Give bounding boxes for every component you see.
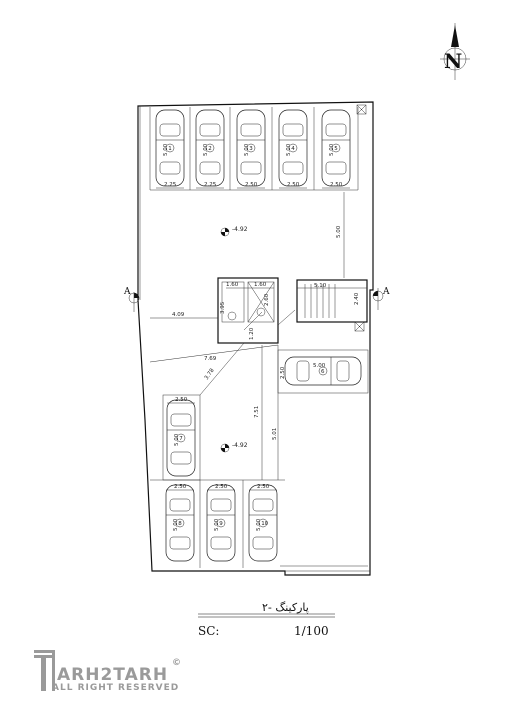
top-parking-row: 15.002.2525.002.2535.002.5045.002.5055.0… <box>155 109 351 189</box>
level-mark-bottom: -4.92 <box>220 442 248 453</box>
spot-width-label: 2.50 <box>280 366 286 379</box>
spot-length-label: 5.00 <box>256 518 262 531</box>
section-left-label: A <box>123 287 131 297</box>
core-stair-width: 1.60 <box>226 282 239 288</box>
aisle-vert-right-label: 5.01 <box>272 428 278 440</box>
parking-car: 55.00 2.50 <box>321 109 351 189</box>
aisle-left-horizontal-label: 4.09 <box>172 312 185 318</box>
core-elev-width: 1.60 <box>254 282 267 288</box>
left-parking: 75.00 2.50 <box>166 397 196 477</box>
aisle-diag-short-label: 3.78 <box>204 367 216 381</box>
spot-length-label: 5.00 <box>313 363 326 369</box>
section-mark-right: A <box>372 287 390 310</box>
north-label: N <box>444 49 462 73</box>
level-top-label: -4.92 <box>232 226 248 233</box>
spot-width-label: 2.50 <box>287 182 300 188</box>
spot-length-label: 5.00 <box>173 518 179 531</box>
parking-car: 25.00 2.25 <box>195 109 225 189</box>
section-mark-left: A <box>123 287 140 312</box>
parking-car: 75.00 2.50 <box>166 397 196 477</box>
core-elev-height: 2.60 <box>264 293 270 306</box>
mid-stall-frame <box>277 349 369 394</box>
spot-number: 5 <box>334 146 338 152</box>
top-stall-dividers <box>149 104 367 191</box>
spot-width-label: 2.50 <box>174 484 187 490</box>
spot-number: 10 <box>261 521 268 527</box>
parking-car: 105.00 2.50 <box>248 484 278 562</box>
spot-number: 4 <box>291 146 295 152</box>
spot-width-label: 2.50 <box>175 397 188 403</box>
spot-length-label: 5.00 <box>214 518 220 531</box>
logo-tagline: ALL RIGHT RESERVED <box>52 683 179 693</box>
spot-number: 1 <box>168 146 172 152</box>
spot-width-label: 2.50 <box>215 484 228 490</box>
lower-stall-frames <box>150 394 285 568</box>
ramp-height-label: 2.40 <box>354 292 360 305</box>
spot-width-label: 2.50 <box>330 182 343 188</box>
logo-name: ARH2TARH <box>57 665 168 685</box>
aisle-vert-left-label: 7.51 <box>254 406 260 418</box>
spot-number: 7 <box>179 436 183 442</box>
level-bottom-label: -4.92 <box>232 442 248 449</box>
aisle-dim-top-vertical-label: 5.00 <box>336 225 342 238</box>
aisle-dim-top-vertical: 5.00 <box>336 192 345 278</box>
core-height: 3.95 <box>220 301 226 314</box>
spot-number: 6 <box>321 369 325 375</box>
spot-length-label: 5.00 <box>329 143 335 156</box>
ramp-width-label: 5.10 <box>314 283 327 289</box>
aisle-diag-long-label: 7.69 <box>204 356 217 362</box>
site-boundary <box>137 101 374 576</box>
spot-length-label: 5.00 <box>174 433 180 446</box>
ramp-block: 5.10 2.40 <box>296 279 368 332</box>
spot-number: 9 <box>219 521 223 527</box>
spot-length-label: 5.00 <box>244 143 250 156</box>
level-mark-top: -4.92 <box>220 226 248 237</box>
parking-car: 15.00 2.25 <box>155 109 185 189</box>
parking-car: 45.00 2.50 <box>278 109 308 189</box>
spot-length-label: 5.00 <box>203 143 209 156</box>
spot-width-label: 2.50 <box>257 484 270 490</box>
spot-number: 3 <box>249 146 253 152</box>
parking-car: 85.00 2.50 <box>165 484 195 562</box>
parking-car: 35.00 2.50 <box>236 109 266 189</box>
parking-car: 65.00 2.50 <box>280 356 362 386</box>
arh2tarh-logo: ARH2TARH ALL RIGHT RESERVED © <box>34 650 182 693</box>
scale-label: SC: <box>198 624 219 638</box>
section-right-label: A <box>382 287 390 297</box>
spot-number: 8 <box>178 521 182 527</box>
core-block: 1.60 1.60 3.95 2.60 1.20 <box>217 277 296 344</box>
parking-car: 95.00 2.50 <box>206 484 236 562</box>
spot-number: 2 <box>208 146 212 152</box>
core-lobby-dim: 1.20 <box>249 327 255 340</box>
logo-copyright-mark: © <box>172 658 182 668</box>
mid-parking: 65.00 2.50 <box>280 356 362 386</box>
spot-length-label: 5.00 <box>286 143 292 156</box>
spot-width-label: 2.25 <box>204 182 217 188</box>
spot-width-label: 2.25 <box>164 182 177 188</box>
spot-width-label: 2.50 <box>245 182 258 188</box>
spot-length-label: 5.00 <box>163 143 169 156</box>
north-arrow: N <box>440 23 470 80</box>
scale-value: 1/100 <box>294 624 329 638</box>
drawing-title: پارکینگ -۲ <box>262 601 309 614</box>
title-block: پارکینگ -۲ SC: 1/100 <box>198 601 335 638</box>
